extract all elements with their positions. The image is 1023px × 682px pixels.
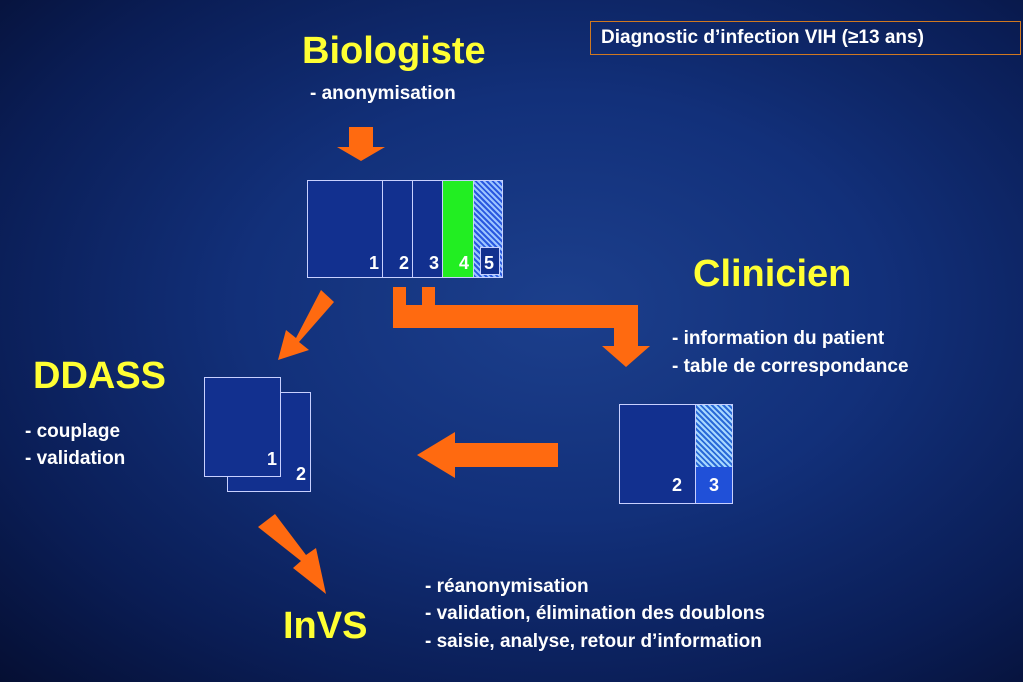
form-clinicien: 2 3 (619, 404, 733, 504)
form-biologiste-label-2: 2 (399, 253, 410, 273)
form-ddass-front: 1 (204, 377, 281, 477)
arrow-ddass-to-invs (258, 514, 326, 594)
form-clinicien-section-3 (695, 467, 732, 503)
form-biologiste-section-5 (473, 181, 502, 277)
arrow-biologiste-to-clinicien (393, 287, 650, 367)
actor-invs: InVS (283, 605, 368, 647)
form-biologiste-label-5: 5 (484, 253, 495, 273)
form-clinicien-label-3: 3 (709, 475, 720, 495)
form-biologiste-label-1: 1 (369, 253, 380, 273)
invs-task-1: - réanonymisation (425, 576, 589, 597)
invs-task-3: - saisie, analyse, retour d’information (425, 631, 762, 652)
arrow-down-to-biologiste-form (337, 127, 385, 161)
biologiste-task-1: - anonymisation (310, 83, 456, 104)
form-ddass-label-1: 1 (267, 449, 278, 469)
clinicien-task-2: - table de correspondance (672, 356, 909, 377)
form-clinicien-label-2: 2 (672, 475, 683, 495)
diagram-title: Diagnostic d’infection VIH (≥13 ans) (590, 21, 1021, 55)
clinicien-task-1: - information du patient (672, 328, 885, 349)
actor-clinicien: Clinicien (693, 253, 852, 295)
form-biologiste: 1 2 3 4 5 (307, 180, 503, 278)
form-clinicien-section-hatch (695, 405, 732, 467)
invs-task-2: - validation, élimination des doublons (425, 603, 765, 624)
actor-ddass: DDASS (33, 355, 167, 397)
ddass-task-2: - validation (25, 448, 126, 469)
form-biologiste-section-4 (442, 181, 473, 277)
form-ddass-label-2: 2 (296, 464, 307, 484)
form-biologiste-section-3 (412, 181, 442, 277)
arrow-biologiste-to-ddass (278, 290, 334, 360)
form-biologiste-section-2 (382, 181, 412, 277)
form-biologiste-label-4: 4 (459, 253, 470, 273)
form-biologiste-label-3: 3 (429, 253, 440, 273)
actor-biologiste: Biologiste (302, 30, 486, 72)
ddass-task-1: - couplage (25, 421, 121, 442)
arrow-clinicien-to-ddass (417, 432, 558, 478)
